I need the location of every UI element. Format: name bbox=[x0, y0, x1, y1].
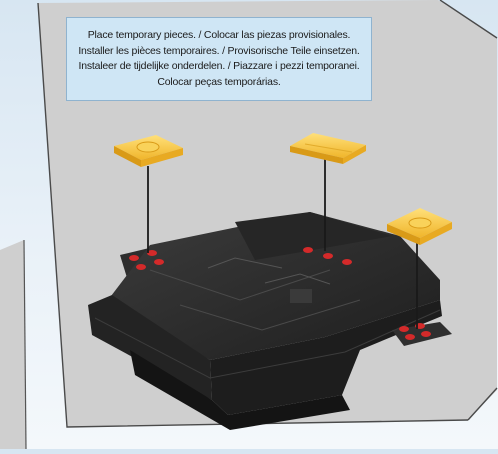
red-stud bbox=[154, 259, 164, 265]
previous-panel bbox=[0, 239, 27, 450]
temp-piece-left bbox=[114, 135, 183, 167]
red-stud bbox=[399, 326, 409, 332]
instruction-line-2: Installer les pièces temporaires. / Prov… bbox=[78, 44, 360, 57]
red-stud bbox=[421, 331, 431, 337]
red-stud bbox=[342, 259, 352, 265]
red-stud bbox=[405, 334, 415, 340]
instruction-line-1: Place temporary pieces. / Colocar las pi… bbox=[87, 29, 351, 41]
red-stud bbox=[129, 255, 139, 261]
black-baseplate-assembly bbox=[88, 212, 452, 430]
red-stud bbox=[303, 247, 313, 253]
red-stud bbox=[323, 253, 333, 259]
instruction-box: Place temporary pieces. / Colocar las pi… bbox=[66, 17, 372, 101]
red-studs bbox=[129, 247, 431, 340]
temp-piece-right bbox=[387, 208, 452, 245]
instruction-line-4: Colocar peças temporárias. bbox=[157, 75, 281, 88]
leader-lines bbox=[147, 158, 418, 329]
temp-piece-center bbox=[290, 133, 366, 164]
red-stud bbox=[147, 250, 157, 256]
red-stud bbox=[136, 264, 146, 270]
instruction-line-3: Instaleer de tijdelijke onderdelen. / Pi… bbox=[78, 60, 360, 72]
